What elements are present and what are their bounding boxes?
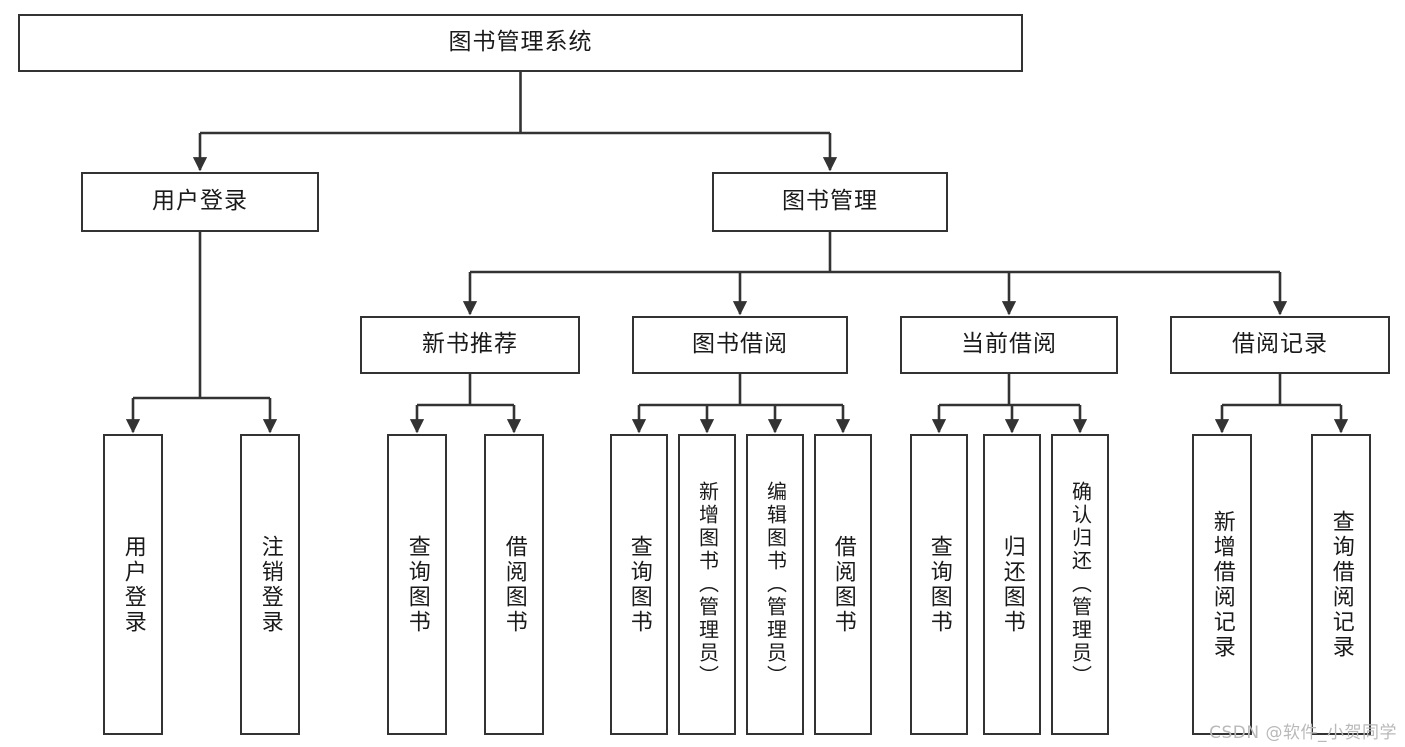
node-label-leaf-re-add: 新增借阅记录 xyxy=(1209,509,1235,660)
node-leaf-re-query[interactable]: 查询借阅记录 xyxy=(1311,434,1371,735)
node-leaf-bo-edit[interactable]: 编辑图书（管理员） xyxy=(746,434,804,735)
node-leaf-nb-query[interactable]: 查询图书 xyxy=(387,434,447,735)
node-newbook[interactable]: 新书推荐 xyxy=(360,316,580,374)
node-leaf-bo-borrow[interactable]: 借阅图书 xyxy=(814,434,872,735)
node-label-leaf-cu-confirm: 确认归还（管理员） xyxy=(1068,481,1093,688)
node-leaf-bo-add[interactable]: 新增图书（管理员） xyxy=(678,434,736,735)
node-leaf-user-logout[interactable]: 注销登录 xyxy=(240,434,300,735)
node-label-leaf-bo-edit: 编辑图书（管理员） xyxy=(763,481,788,688)
node-label-leaf-re-query: 查询借阅记录 xyxy=(1328,509,1354,660)
csdn-watermark: CSDN @软件_小贺同学 xyxy=(1209,723,1397,743)
node-label-leaf-user-login: 用户登录 xyxy=(120,534,146,635)
node-label-leaf-bo-query: 查询图书 xyxy=(626,534,652,635)
node-label-leaf-user-logout: 注销登录 xyxy=(257,534,283,635)
node-root[interactable]: 图书管理系统 xyxy=(18,14,1023,72)
node-leaf-cu-return[interactable]: 归还图书 xyxy=(983,434,1041,735)
node-bookmgmt[interactable]: 图书管理 xyxy=(712,172,948,232)
node-label-leaf-cu-query: 查询图书 xyxy=(926,534,952,635)
node-record[interactable]: 借阅记录 xyxy=(1170,316,1390,374)
node-login[interactable]: 用户登录 xyxy=(81,172,319,232)
node-label-leaf-nb-query: 查询图书 xyxy=(404,534,430,635)
node-label-leaf-bo-borrow: 借阅图书 xyxy=(830,534,856,635)
node-leaf-re-add[interactable]: 新增借阅记录 xyxy=(1192,434,1252,735)
node-leaf-user-login[interactable]: 用户登录 xyxy=(103,434,163,735)
node-label-leaf-cu-return: 归还图书 xyxy=(999,534,1025,635)
node-leaf-nb-borrow[interactable]: 借阅图书 xyxy=(484,434,544,735)
node-leaf-cu-confirm[interactable]: 确认归还（管理员） xyxy=(1051,434,1109,735)
node-leaf-bo-query[interactable]: 查询图书 xyxy=(610,434,668,735)
node-current[interactable]: 当前借阅 xyxy=(900,316,1118,374)
node-label-leaf-bo-add: 新增图书（管理员） xyxy=(695,481,720,688)
node-leaf-cu-query[interactable]: 查询图书 xyxy=(910,434,968,735)
node-label-leaf-nb-borrow: 借阅图书 xyxy=(501,534,527,635)
node-borrow[interactable]: 图书借阅 xyxy=(632,316,848,374)
